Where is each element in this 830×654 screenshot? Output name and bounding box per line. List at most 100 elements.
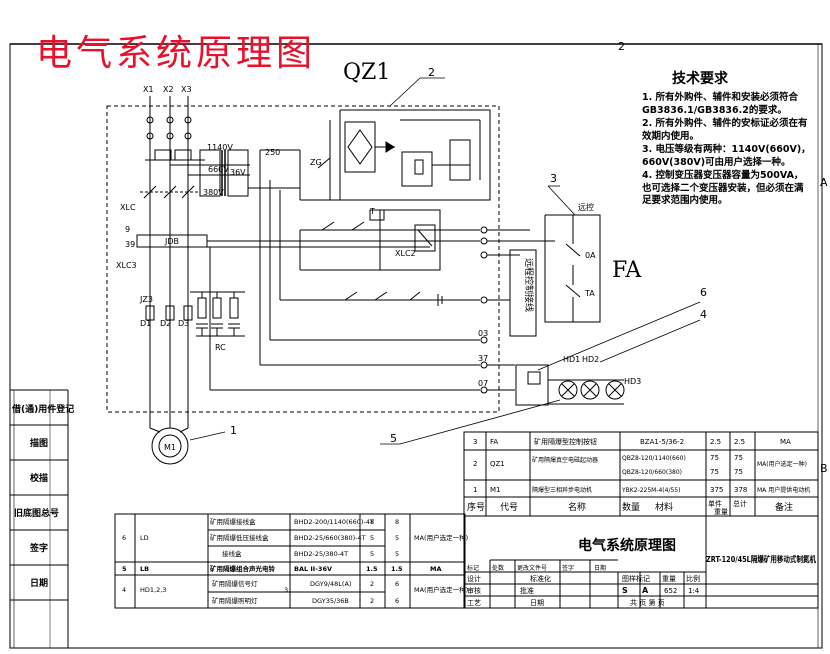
parts-row-1-qty: 375	[710, 486, 723, 494]
lower-row-5-name: 矿用隔爆组合声光电铃	[210, 564, 276, 573]
parts-row-3-remark: MA	[780, 438, 791, 446]
tech-item-4: 4. 控制变压器变压器容量为500VA，也可选择二个变压器安装，但必须在满足要求…	[642, 170, 804, 206]
parts-row-3-mat: 2.5	[734, 438, 745, 446]
title-block-sheet: 共 页 第 页	[630, 598, 665, 607]
parts-hdr-name: 名称	[568, 501, 586, 513]
label-jz3: JZ3	[139, 295, 153, 304]
parts-row-3-qty: 2.5	[710, 438, 721, 446]
lower-row-4-q2: 6	[395, 580, 399, 588]
lower-row-4b-q2: 6	[395, 597, 399, 605]
remote-control-box	[509, 249, 537, 337]
label-380v: 380V	[203, 188, 224, 197]
lower-row-5-q2: 1.5	[391, 565, 403, 573]
lower-row-6-code: LD	[140, 534, 149, 542]
tech-requirements-heading: 技术要求	[672, 71, 728, 87]
qz1-controller	[339, 109, 491, 271]
lower-row-6b-q1: 5	[370, 534, 374, 542]
lower-row-5-remark: MA	[430, 565, 442, 573]
callout-leaders	[189, 77, 701, 445]
parts-row-2-spec: QBZ8-120/1140(660)	[622, 455, 686, 462]
parts-hdr-weight: 重量	[714, 508, 728, 516]
qz1-label: QZ1	[343, 60, 391, 85]
parts-hdr-total: 总计	[733, 499, 747, 508]
lower-row-5-code: LB	[140, 565, 149, 573]
terminal-x1-label: X1	[143, 85, 154, 94]
lower-row-6-spec: BHD2-200/1140(660)-4T	[294, 518, 374, 526]
label-d3: D3	[178, 319, 189, 328]
lower-row-4-spec: DGY9/48L(A)	[310, 580, 351, 588]
left-strip-lines	[10, 389, 69, 648]
lower-row-6b-q2: 5	[395, 534, 399, 542]
title-block-weight-val: 652	[664, 587, 677, 595]
tech-item-2: 2. 所有外购件、辅件的安标证必须在有效期内使用。	[642, 118, 808, 142]
lower-row-4-no: 4	[122, 586, 126, 594]
label-hd3: HD3	[624, 377, 641, 386]
terminal-column	[480, 226, 555, 394]
tech-item-1: 1. 所有外购件、辅件和安装必须符合GB3836.1/GB3836.2的要求。	[642, 92, 799, 116]
label-motor: M1	[164, 443, 176, 452]
title-block-approve: 批准	[520, 586, 534, 595]
callout-3: 3	[550, 172, 557, 185]
lower-row-4-qty: 3	[284, 586, 288, 594]
parts-row-2-mat: 75	[734, 454, 743, 462]
callout-4: 4	[700, 308, 707, 321]
lower-row-6c-name: 接线盒	[222, 549, 242, 558]
label-rc: RC	[215, 343, 226, 352]
tech-item-3: 3. 电压等级有两种：1140V(660V)，660V(380V)可由用户选择一…	[642, 144, 811, 168]
label-hd1: HD1	[563, 355, 580, 364]
parts-table-upper	[463, 431, 819, 517]
parts-table-lower	[114, 513, 466, 609]
label-250: 250	[265, 148, 280, 157]
lower-row-5-q1: 1.5	[366, 565, 378, 573]
label-39: 39	[125, 240, 135, 249]
label-0a: 0A	[585, 251, 596, 260]
parts-row-2-name: 矿用隔爆真空电磁起动器	[532, 456, 598, 464]
lower-row-6-q1: 8	[370, 518, 374, 526]
label-xlc3: XLC3	[116, 261, 137, 270]
title-block-row-mark: 标记	[467, 564, 479, 572]
title-block-date: 日期	[530, 599, 544, 607]
enclosure-dashed	[106, 105, 500, 413]
lower-row-6-remark: MA(用户选定一种)	[414, 533, 468, 542]
lower-row-6-name: 矿用隔爆接线盒	[210, 517, 256, 526]
control-wires	[209, 120, 480, 391]
strip-registry: 借(通)用件登记	[11, 403, 74, 415]
tech-requirements-list: 1. 所有外购件、辅件和安装必须符合GB3836.1/GB3836.2的要求。 …	[642, 92, 812, 209]
label-hd2: HD2	[582, 355, 599, 364]
lower-row-6c-q1: 5	[370, 550, 374, 558]
label-xlc: XLC	[120, 203, 136, 212]
title-block-row-count: 处数	[492, 564, 504, 572]
label-d1: D1	[140, 319, 151, 328]
callout-1: 1	[230, 424, 237, 437]
label-07: 07	[478, 379, 488, 388]
strip-tracing: 描图	[30, 437, 48, 449]
lower-row-4-q1: 2	[370, 580, 374, 588]
title-block	[463, 515, 819, 609]
parts-row-3-code: FA	[490, 438, 498, 446]
parts-row-3-spec: BZA1-5/36-2	[640, 438, 684, 446]
parts-row-1-remark: MA 用户提供电动机	[757, 486, 810, 494]
parts-row-2b-qty: 75	[710, 468, 719, 476]
parts-row-2-code: QZ1	[490, 460, 505, 468]
grid-top-2: 2	[618, 40, 625, 53]
title-block-product: ZRT-120/45L隔爆矿用移动式制氮机	[706, 554, 816, 564]
parts-hdr-unit: 单件	[708, 499, 722, 508]
parts-hdr-qty: 数量	[622, 501, 640, 513]
title-block-row-sign: 签字	[562, 564, 574, 572]
terminal-x2-label: X2	[163, 85, 174, 94]
label-remote: 远控	[578, 202, 594, 212]
parts-row-1-code: M1	[490, 486, 501, 494]
label-d2: D2	[160, 319, 171, 328]
power-lines	[140, 96, 250, 428]
strip-old-number: 旧底图总号	[14, 507, 59, 519]
parts-hdr-mat: 材料	[655, 501, 673, 513]
motor-m1	[151, 427, 189, 465]
parts-hdr-no: 序号	[467, 501, 485, 513]
strip-checking: 校描	[30, 472, 48, 484]
lower-row-6b-spec: BHD2-25/660(380)-4T	[294, 534, 366, 542]
label-t: T	[369, 207, 375, 216]
label-37: 37	[478, 354, 488, 363]
parts-row-2-remark: MA(用户选定一种)	[757, 460, 807, 468]
title-block-scale: 比例	[686, 574, 700, 583]
